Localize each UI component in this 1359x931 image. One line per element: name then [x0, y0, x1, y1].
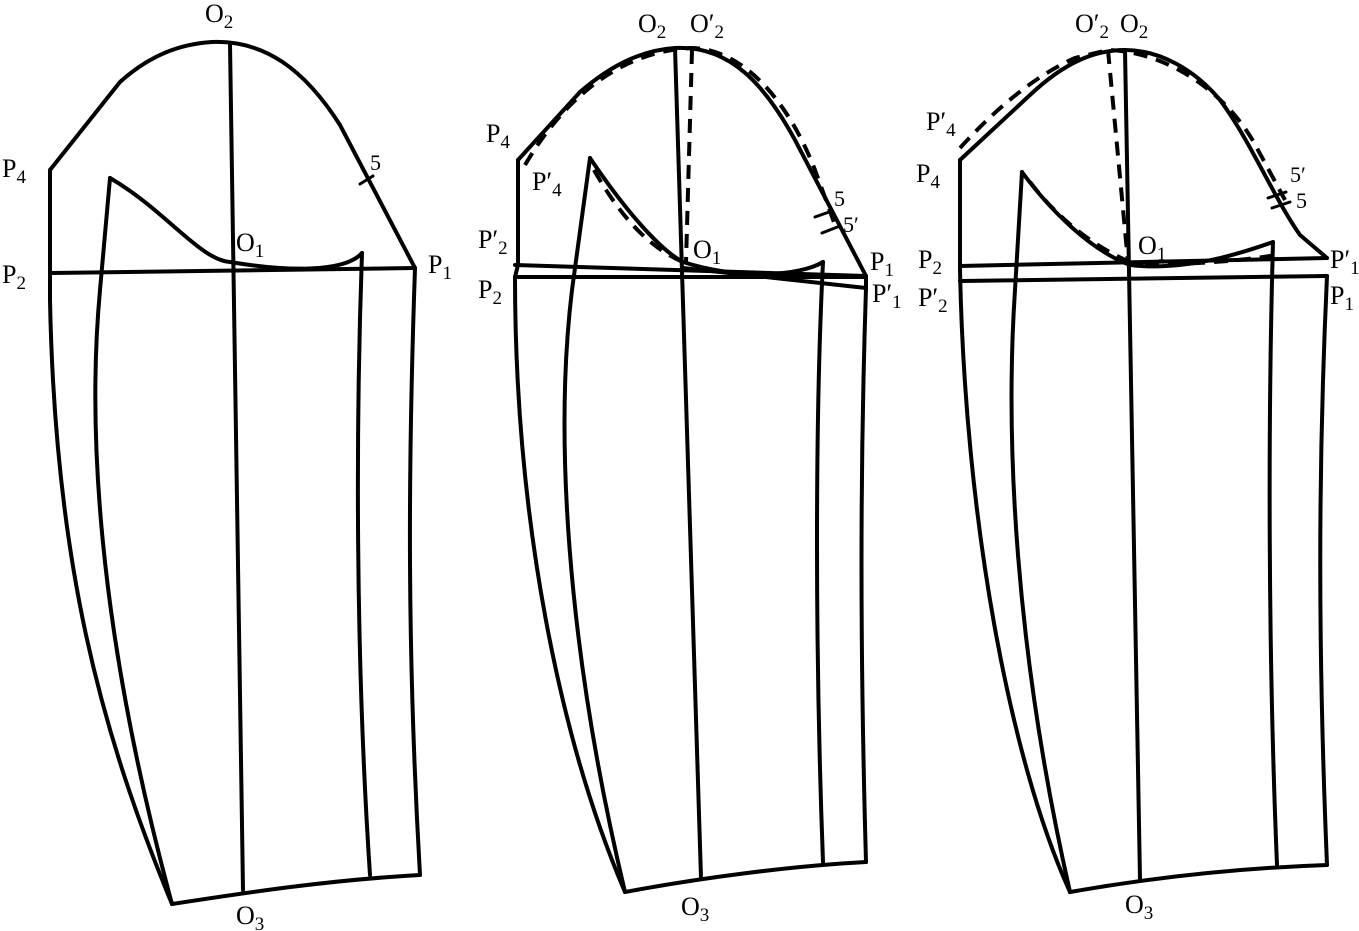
label-P4-prime: P′4 [926, 107, 956, 141]
label-5: 5 [370, 150, 381, 175]
label-P1: P1 [1330, 281, 1354, 315]
center-grain-line [1123, 48, 1142, 882]
label-P2: P2 [478, 275, 502, 309]
label-P4-prime: P′4 [532, 167, 562, 201]
undersleeve-front-line [815, 260, 825, 864]
adjusted-biceps-line [958, 274, 1329, 283]
label-O3: O3 [1125, 890, 1153, 924]
undersleeve-back-line [1009, 170, 1072, 894]
label-O1: O1 [236, 228, 264, 262]
sleeve-cap-curve [48, 39, 417, 270]
panel-adjusted-forward: O2 O′2 P4 P′4 P′2 P2 O1 5 5′ P1 P′1 [478, 9, 902, 926]
label-O2-prime: O′2 [690, 9, 724, 43]
label-5-prime: 5′ [1290, 162, 1306, 187]
label-O1: O1 [693, 235, 721, 269]
notch-5-tick [358, 174, 375, 186]
hem-line [170, 873, 422, 906]
label-P4: P4 [916, 159, 940, 193]
adjusted-biceps-line [513, 266, 868, 290]
sleeve-cap-curve [516, 45, 868, 278]
label-O2: O2 [205, 0, 233, 33]
label-O3: O3 [681, 892, 709, 926]
panel-adjusted-backward: O′2 O2 P′4 P4 5′ 5 O1 P2 P′2 P′1 P1 [916, 9, 1359, 924]
label-5: 5 [834, 186, 845, 211]
label-O2: O2 [1120, 9, 1148, 43]
label-5-prime: 5′ [843, 212, 859, 237]
label-P4: P4 [486, 119, 510, 153]
front-seam-line [859, 286, 868, 864]
adjusted-cap-curve [523, 46, 837, 226]
label-P1-prime: P′1 [872, 279, 902, 313]
front-seam-line [1318, 274, 1329, 867]
center-grain-line [673, 46, 703, 880]
adjusted-undersleeve-curve [592, 169, 684, 264]
hem-line [1068, 863, 1329, 894]
back-seam-line [513, 158, 627, 894]
front-seam-line [407, 266, 422, 877]
center-grain-line [228, 42, 245, 892]
notch-5-tick [1270, 200, 1292, 210]
adjusted-center-line [1106, 49, 1130, 263]
biceps-line [958, 256, 1329, 268]
adjusted-cap-curve [958, 48, 1287, 201]
label-O1: O1 [1138, 231, 1166, 265]
undersleeve-front-line [1267, 240, 1279, 867]
hem-line [623, 860, 868, 894]
undersleeve-front-line [355, 251, 372, 877]
label-5: 5 [1296, 188, 1307, 213]
label-P2-prime: P′2 [918, 283, 948, 317]
notch-5-prime-tick [1266, 190, 1288, 200]
label-O3: O3 [236, 901, 264, 931]
undersleeve-back-line [562, 156, 627, 894]
label-P1: P1 [428, 250, 452, 284]
label-O2-prime: O′2 [1075, 9, 1109, 43]
adjusted-center-line [684, 49, 694, 263]
back-seam-line [48, 168, 174, 906]
label-P4: P4 [2, 154, 26, 188]
notch-5-prime-tick [820, 224, 842, 235]
adjusted-undersleeve-curve [1028, 180, 1131, 264]
undersleeve-back-line [93, 176, 174, 906]
label-O2: O2 [638, 9, 666, 43]
notch-5-tick [813, 209, 834, 219]
label-P2: P2 [918, 245, 942, 279]
label-P2: P2 [2, 260, 26, 294]
undersleeve-inner-curve [108, 176, 364, 271]
panel-original: O2 P4 5 O1 P2 P1 O3 [2, 0, 452, 931]
label-P1: P1 [870, 247, 894, 281]
label-P2-prime: P′2 [478, 225, 508, 259]
sleeve-cap-curve [958, 48, 1329, 260]
back-seam-line [958, 158, 1072, 894]
label-P1-prime: P′1 [1330, 245, 1359, 279]
